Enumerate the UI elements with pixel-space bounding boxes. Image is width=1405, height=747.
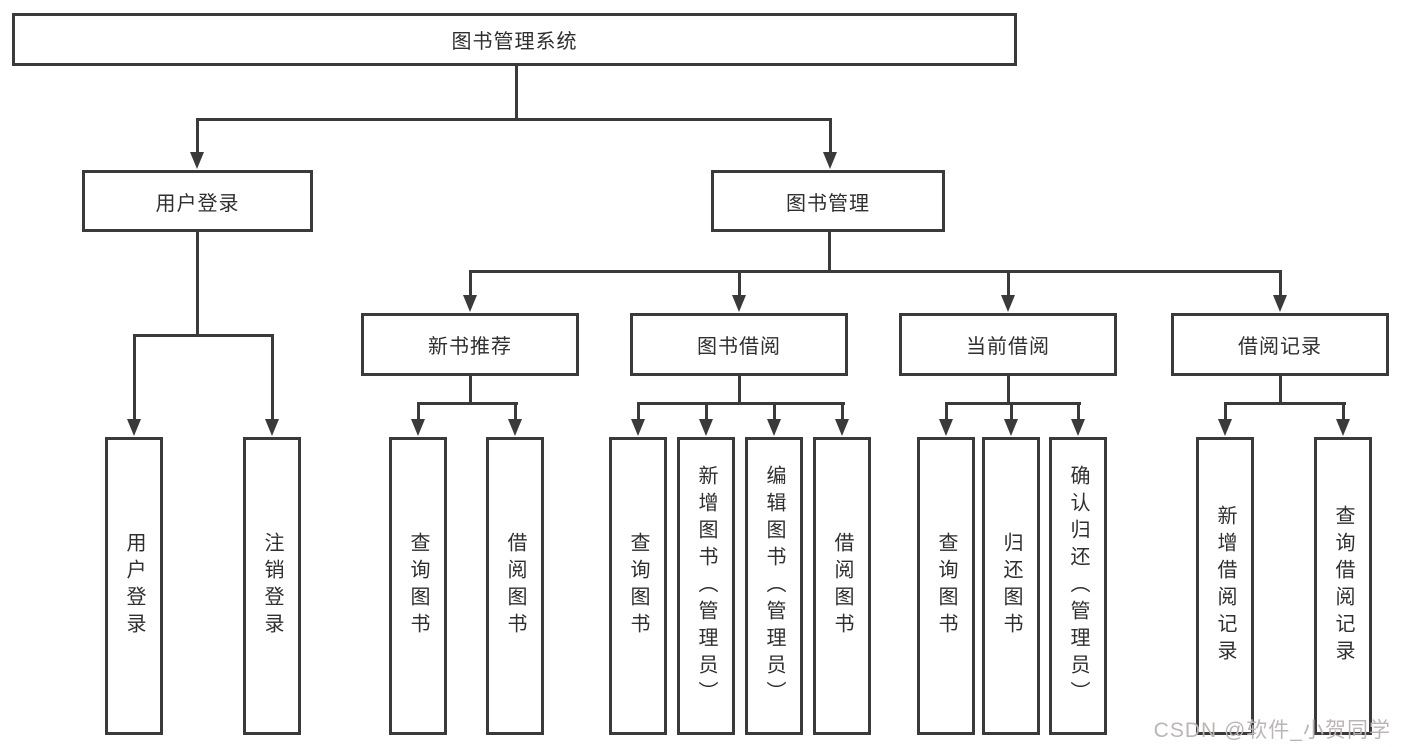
- node-book-borrow: 图书借阅: [630, 313, 848, 376]
- connector-line: [705, 402, 708, 420]
- connector-line: [133, 334, 274, 337]
- leaf-logout-label: 注销登录: [261, 532, 283, 640]
- arrow-down-icon: [732, 295, 746, 312]
- leaf-add-borrow-record-label: 新增借阅记录: [1214, 505, 1236, 667]
- leaf-borrow-query: 查询图书: [609, 437, 667, 735]
- connector-line: [417, 402, 518, 405]
- leaf-newbook-borrow: 借阅图书: [486, 437, 544, 735]
- connector-line: [1077, 402, 1080, 420]
- node-user-login: 用户登录: [82, 170, 313, 232]
- connector-line: [196, 118, 199, 155]
- arrow-down-icon: [939, 419, 953, 436]
- leaf-query-borrow-record: 查询借阅记录: [1314, 437, 1372, 735]
- node-borrow-records: 借阅记录: [1171, 313, 1389, 376]
- arrow-down-icon: [411, 419, 425, 436]
- connector-line: [514, 402, 517, 420]
- arrow-down-icon: [767, 419, 781, 436]
- node-root: 图书管理系统: [12, 13, 1017, 66]
- connector-line: [1007, 374, 1010, 405]
- leaf-newbook-query-label: 查询图书: [407, 532, 429, 640]
- arrow-down-icon: [1071, 419, 1085, 436]
- connector-line: [738, 374, 741, 405]
- leaf-confirm-return-label: 确认归还（管理员）: [1067, 464, 1089, 708]
- leaf-newbook-query: 查询图书: [389, 437, 447, 735]
- leaf-user-login: 用户登录: [105, 437, 163, 735]
- leaf-current-query-label: 查询图书: [935, 532, 957, 640]
- arrow-down-icon: [1273, 295, 1287, 312]
- node-root-label: 图书管理系统: [451, 31, 578, 53]
- connector-line: [196, 230, 199, 336]
- connector-line: [469, 270, 1282, 273]
- connector-line: [637, 402, 640, 420]
- connector-line: [829, 118, 832, 155]
- arrow-down-icon: [1004, 419, 1018, 436]
- arrow-down-icon: [190, 152, 204, 169]
- leaf-return-book: 归还图书: [982, 437, 1040, 735]
- leaf-borrow-add-book-label: 新增图书（管理员）: [695, 464, 717, 708]
- connector-line: [469, 374, 472, 405]
- leaf-logout: 注销登录: [243, 437, 301, 735]
- leaf-query-borrow-record-label: 查询借阅记录: [1332, 505, 1354, 667]
- arrow-down-icon: [631, 419, 645, 436]
- connector-line: [1224, 402, 1227, 420]
- arrow-down-icon: [1336, 419, 1350, 436]
- connector-line: [1279, 374, 1282, 405]
- leaf-confirm-return: 确认归还（管理员）: [1049, 437, 1107, 735]
- connector-line: [945, 402, 1081, 405]
- node-user-login-label: 用户登录: [155, 192, 240, 215]
- leaf-borrow-book-label: 借阅图书: [831, 532, 853, 640]
- connector-line: [828, 230, 831, 273]
- node-borrow-records-label: 借阅记录: [1238, 336, 1322, 358]
- leaf-current-query: 查询图书: [917, 437, 975, 735]
- connector-line: [637, 402, 845, 405]
- connector-line: [417, 402, 420, 420]
- arrow-down-icon: [127, 419, 141, 436]
- node-book-borrow-label: 图书借阅: [697, 336, 781, 358]
- leaf-newbook-borrow-label: 借阅图书: [504, 532, 526, 640]
- connector-line: [515, 64, 518, 120]
- arrow-down-icon: [699, 419, 713, 436]
- connector-line: [133, 334, 136, 420]
- node-new-book-recommend-label: 新书推荐: [428, 336, 512, 358]
- leaf-borrow-add-book: 新增图书（管理员）: [677, 437, 735, 735]
- connector-line: [469, 270, 472, 297]
- connector-line: [271, 334, 274, 420]
- arrow-down-icon: [823, 152, 837, 169]
- leaf-borrow-edit-book-label: 编辑图书（管理员）: [763, 464, 785, 708]
- connector-line: [773, 402, 776, 420]
- connector-line: [1224, 402, 1346, 405]
- node-current-borrow-label: 当前借阅: [966, 336, 1050, 358]
- connector-line: [1010, 402, 1013, 420]
- node-new-book-recommend: 新书推荐: [361, 313, 579, 376]
- connector-line: [841, 402, 844, 420]
- connector-line: [1342, 402, 1345, 420]
- arrow-down-icon: [1218, 419, 1232, 436]
- leaf-add-borrow-record: 新增借阅记录: [1196, 437, 1254, 735]
- arrow-down-icon: [1001, 295, 1015, 312]
- node-current-borrow: 当前借阅: [899, 313, 1117, 376]
- node-book-management-label: 图书管理: [786, 192, 870, 215]
- arrow-down-icon: [463, 295, 477, 312]
- arrow-down-icon: [835, 419, 849, 436]
- connector-line: [1007, 270, 1010, 297]
- watermark: CSDN @软件_小贺同学: [1153, 719, 1391, 742]
- leaf-borrow-book: 借阅图书: [813, 437, 871, 735]
- leaf-borrow-edit-book: 编辑图书（管理员）: [745, 437, 803, 735]
- leaf-borrow-query-label: 查询图书: [627, 532, 649, 640]
- connector-line: [196, 118, 832, 121]
- connector-line: [1279, 270, 1282, 297]
- node-book-management: 图书管理: [711, 170, 945, 232]
- connector-line: [738, 270, 741, 297]
- arrow-down-icon: [508, 419, 522, 436]
- connector-line: [945, 402, 948, 420]
- leaf-return-book-label: 归还图书: [1000, 532, 1022, 640]
- arrow-down-icon: [265, 419, 279, 436]
- leaf-user-login-label: 用户登录: [123, 532, 145, 640]
